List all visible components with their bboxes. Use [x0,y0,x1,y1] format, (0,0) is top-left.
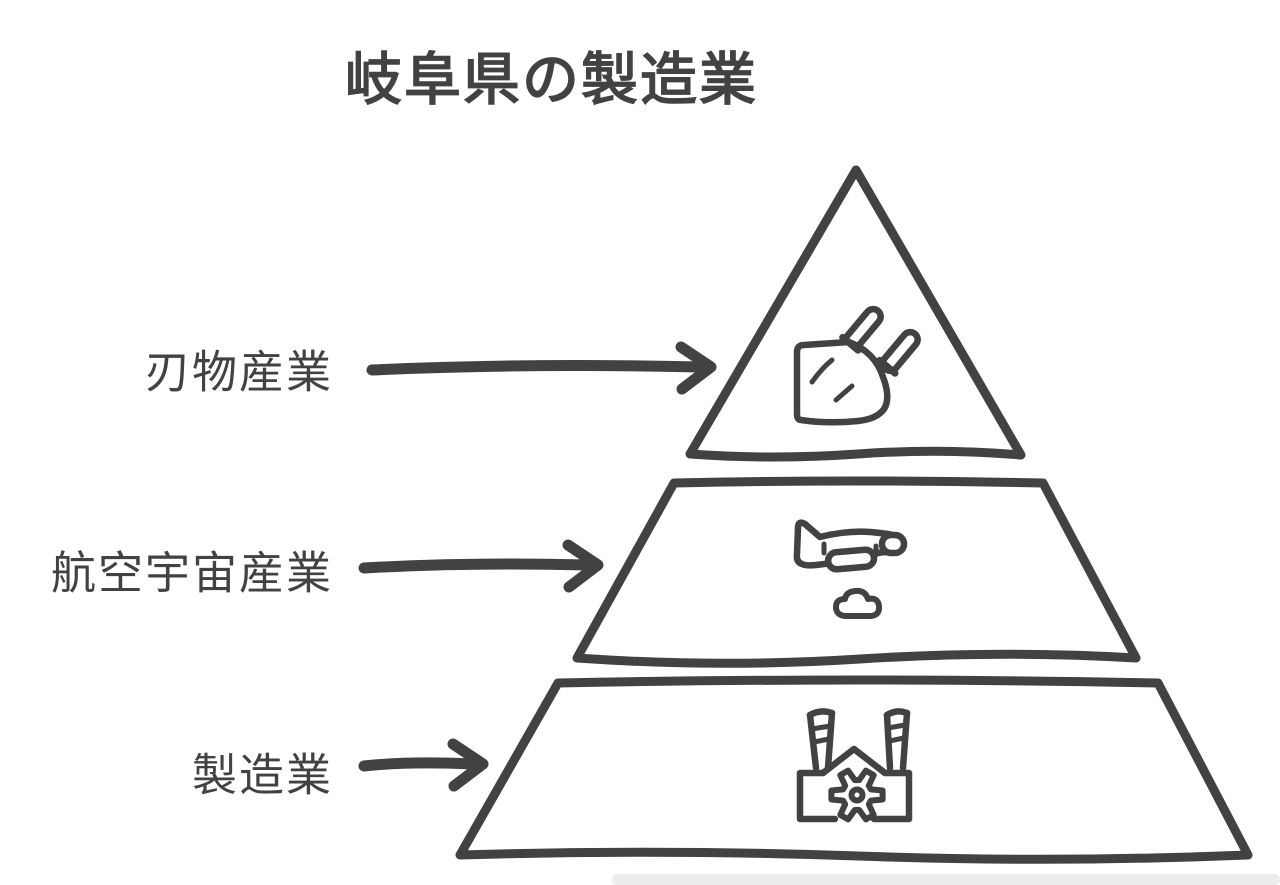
airplane-icon [793,519,908,619]
chimney-left [806,708,836,772]
label-manufacturing: 製造業 [191,749,333,801]
arrow-blade-industry [366,341,717,395]
pyramid-tier-middle [572,476,1141,668]
arrow-manufacturing [358,738,489,792]
factory-icon [796,708,913,823]
arrow-aerospace-industry [358,539,604,593]
factory-roof [819,745,889,777]
chimney-right [883,708,911,772]
label-aerospace-industry: 航空宇宙産業 [50,547,333,599]
label-blade-industry: 刃物産業 [144,346,333,398]
factory-body [796,769,913,823]
pyramid-tier-bottom [455,675,1253,864]
gear-icon [828,767,886,823]
page-title: 岐阜県の製造業 [345,48,758,112]
cloud-icon [833,587,883,619]
knife-icon [793,305,921,426]
airplane-wing [824,546,878,573]
pyramid-tier-top [685,165,1026,462]
airplane-nose [878,531,908,557]
ground-shadow [612,874,1280,885]
